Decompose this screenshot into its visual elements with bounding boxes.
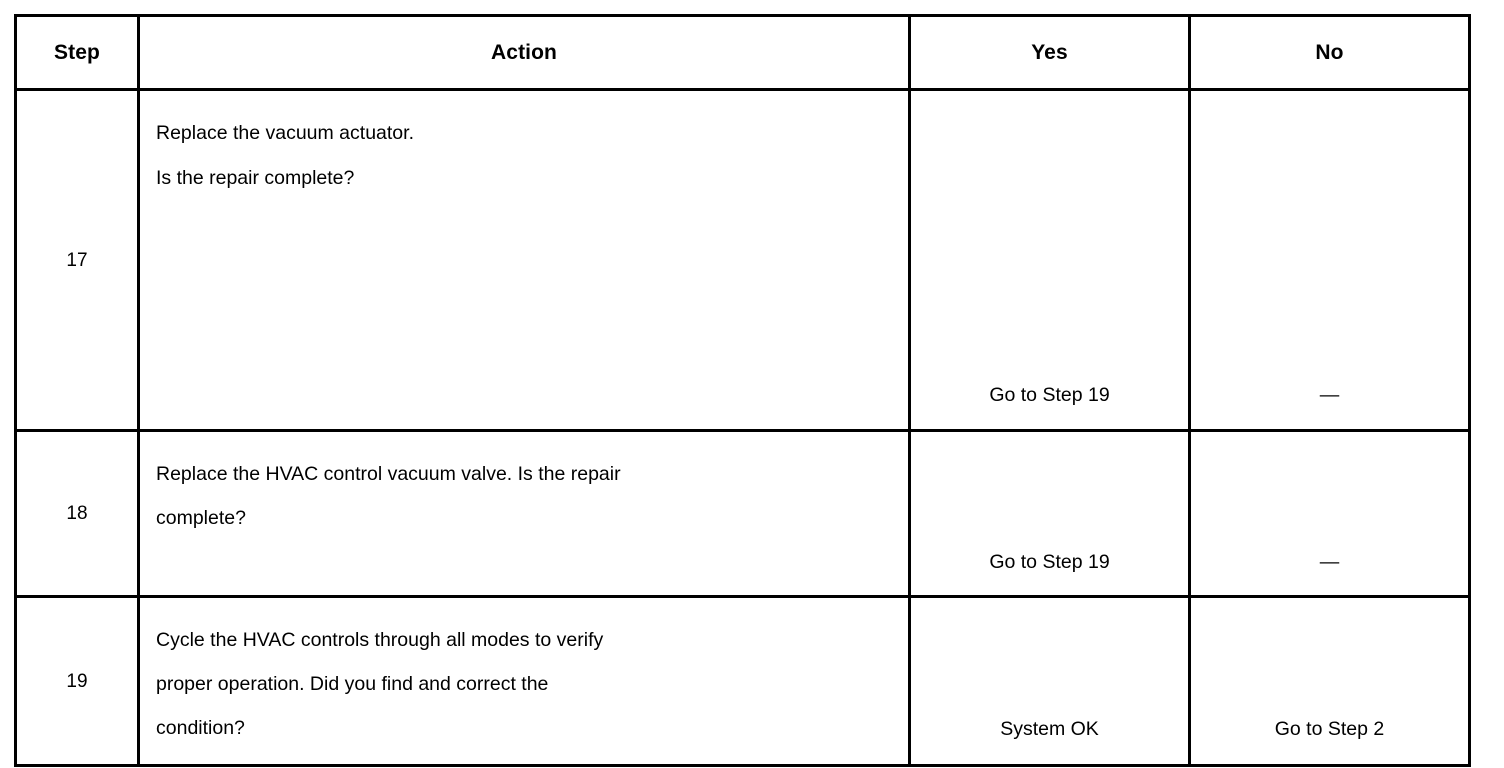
step-number-cell: 19	[14, 595, 140, 767]
yes-result-text: Go to Step 19	[989, 383, 1110, 406]
diagnostic-step-table: Step Action Yes No 17 Replace the vacuum…	[14, 14, 1471, 767]
step-number: 18	[66, 503, 88, 524]
action-text-line: condition?	[156, 717, 245, 739]
yes-result-cell: Go to Step 19	[908, 88, 1191, 432]
action-text-line: Is the repair complete?	[156, 167, 355, 189]
column-header-yes: Yes	[908, 14, 1191, 91]
yes-result-text: System OK	[1000, 717, 1099, 740]
no-result-text: —	[1319, 383, 1340, 406]
action-cell: Replace the HVAC control vacuum valve. I…	[137, 429, 911, 598]
step-number: 19	[66, 670, 88, 692]
table-row: 19 Cycle the HVAC controls through all m…	[14, 595, 1471, 767]
column-header-step: Step	[14, 14, 140, 91]
action-cell: Cycle the HVAC controls through all mode…	[137, 595, 911, 767]
no-result-text: —	[1319, 550, 1340, 573]
action-text-line: Cycle the HVAC controls through all mode…	[156, 629, 604, 651]
step-number-cell: 17	[14, 88, 140, 432]
table-row: 18 Replace the HVAC control vacuum valve…	[14, 429, 1471, 598]
no-result-cell: Go to Step 2	[1188, 595, 1471, 767]
column-header-no: No	[1188, 14, 1471, 91]
no-result-cell: —	[1188, 88, 1471, 432]
action-text-line: Replace the vacuum actuator.	[156, 122, 414, 144]
yes-result-cell: Go to Step 19	[908, 429, 1191, 598]
action-text-line: Replace the HVAC control vacuum valve. I…	[156, 463, 621, 485]
yes-result-text: Go to Step 19	[989, 550, 1110, 573]
action-cell: Replace the vacuum actuator. Is the repa…	[137, 88, 911, 432]
yes-result-cell: System OK	[908, 595, 1191, 767]
column-header-action: Action	[137, 14, 911, 91]
action-text-line: proper operation. Did you find and corre…	[156, 673, 549, 695]
table-header-row: Step Action Yes No	[14, 14, 1471, 91]
step-number: 17	[66, 249, 88, 271]
action-text-line: complete?	[156, 507, 246, 529]
no-result-text: Go to Step 2	[1274, 717, 1385, 740]
no-result-cell: —	[1188, 429, 1471, 598]
step-number-cell: 18	[14, 429, 140, 598]
table-row: 17 Replace the vacuum actuator. Is the r…	[14, 88, 1471, 432]
